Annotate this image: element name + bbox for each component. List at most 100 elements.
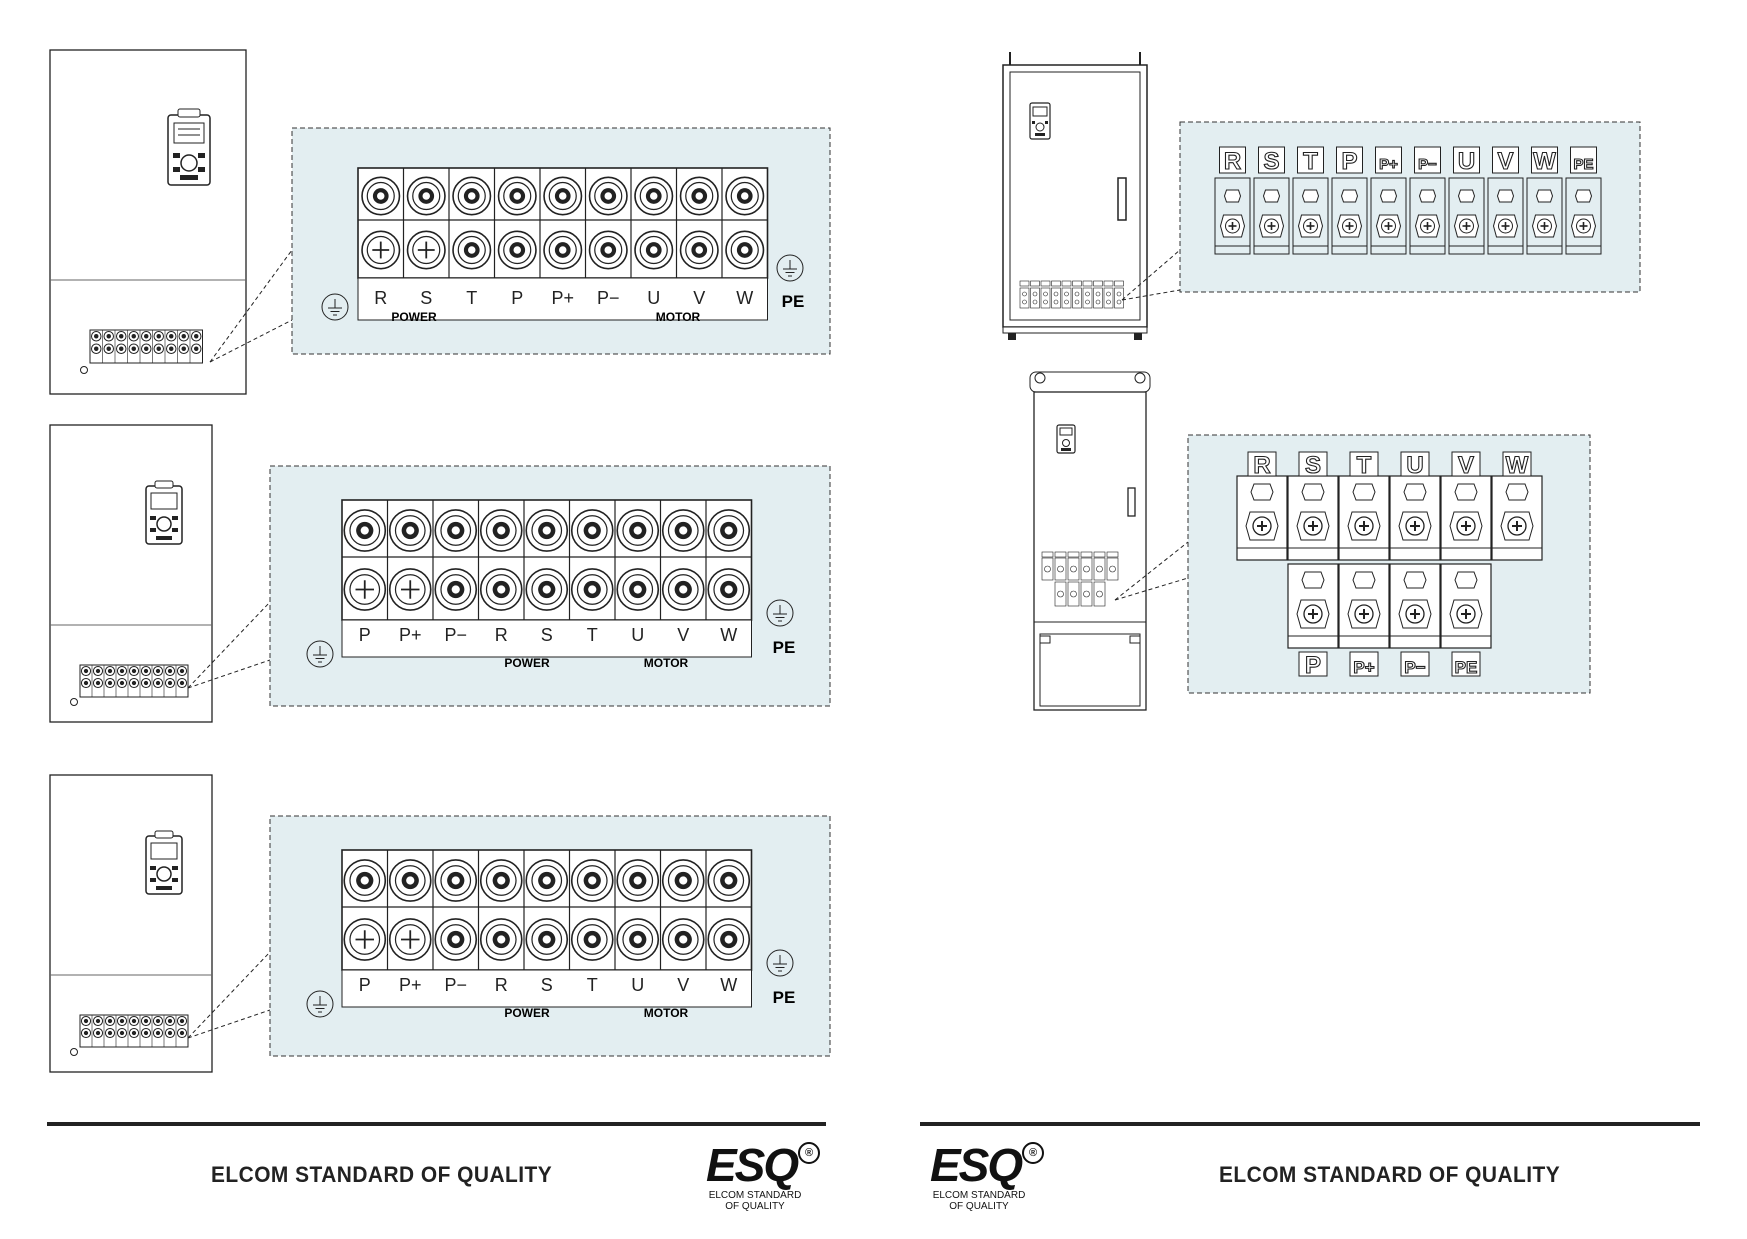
terminal-label: S (541, 625, 553, 645)
terminal-label: W (736, 288, 753, 308)
cross-screw-icon (1414, 214, 1441, 238)
terminal-pe: PE (1565, 146, 1602, 255)
terminal-screw-icon (434, 918, 478, 961)
terminal-pminus (432, 500, 478, 620)
terminal-screw-icon (479, 918, 523, 961)
terminal-u (630, 168, 674, 278)
terminal-t (568, 850, 614, 970)
terminal-s (523, 500, 569, 620)
terminal-label: S (1305, 452, 1321, 479)
keypad-icon (145, 480, 183, 545)
terminal-screw-icon (661, 918, 705, 961)
terminal-screw-icon (588, 230, 628, 270)
terminal-screw-icon (616, 568, 660, 611)
esq-logo-subtitle-line1: ELCOM STANDARD (932, 1190, 1026, 1201)
terminal-label: R (1253, 452, 1270, 479)
terminal-label: T (466, 288, 477, 308)
terminal-t: T (1292, 146, 1329, 255)
terminal-screw-icon (343, 509, 387, 552)
esq-logo: ESQ ® ELCOM STANDARD OF QUALITY (930, 1138, 1060, 1228)
terminal-screw-icon (388, 509, 432, 552)
terminal-pplus: P+ (1370, 146, 1407, 255)
terminal-v (659, 850, 705, 970)
terminal-r: R (1236, 451, 1288, 561)
terminal-screw-icon (725, 176, 765, 216)
group-label-power: POWER (391, 310, 437, 324)
cross-screw-icon (1375, 214, 1402, 238)
cabinet-housing (1002, 52, 1148, 340)
terminal-screw-icon (343, 859, 387, 902)
terminal-u (614, 500, 660, 620)
keypad-icon (1029, 102, 1051, 140)
terminal-v (675, 168, 719, 278)
terminal-label: V (1497, 148, 1513, 175)
terminal-p: P (1331, 146, 1368, 255)
esq-logo-subtitle-line2: OF QUALITY (949, 1201, 1009, 1212)
terminal-screw-icon (361, 176, 401, 216)
ground-icon (766, 949, 794, 977)
terminal-label: P− (597, 288, 620, 308)
cross-screw-icon (1258, 214, 1285, 238)
terminal-label: P− (1418, 156, 1437, 173)
pe-label: PE (782, 292, 805, 311)
cross-screw-icon (343, 568, 387, 611)
terminal-s (523, 850, 569, 970)
terminal-label: P+ (1379, 156, 1398, 173)
terminal-label: P (1341, 148, 1357, 175)
terminal-pplus: P+ (1338, 563, 1390, 678)
terminal-r (361, 176, 401, 270)
terminal-screw-icon (543, 176, 583, 216)
terminal-label: S (1263, 148, 1279, 175)
cross-screw-icon (1570, 214, 1597, 238)
terminal-screw-icon (570, 859, 614, 902)
terminal-screw-icon (570, 568, 614, 611)
group-label-motor: MOTOR (644, 1006, 689, 1020)
terminal-pplus (386, 850, 432, 970)
terminal-label: V (677, 975, 689, 995)
terminal-label: P+ (399, 625, 422, 645)
ground-icon (776, 254, 804, 282)
ground-icon (766, 599, 794, 627)
esq-logo-subtitle-line1: ELCOM STANDARD (708, 1190, 802, 1201)
terminal-screw-icon (497, 176, 537, 216)
cross-screw-icon (1296, 599, 1330, 629)
group-label-power: POWER (504, 656, 550, 670)
terminal-label: U (647, 288, 660, 308)
terminal-p (343, 859, 387, 961)
pe-label: PE (773, 988, 796, 1007)
cross-screw-icon (1449, 511, 1483, 541)
terminal-screw-icon (616, 918, 660, 961)
terminal-screw-icon (452, 176, 492, 216)
cross-screw-icon (1347, 511, 1381, 541)
terminal-label: U (1406, 452, 1423, 479)
terminal-screw-icon (707, 509, 751, 552)
footer-divider-right (920, 1122, 1700, 1126)
registered-icon: ® (798, 1142, 820, 1164)
keypad-icon (167, 108, 211, 186)
cross-screw-icon (1219, 214, 1246, 238)
terminal-pplus (386, 500, 432, 620)
group-label-motor: MOTOR (656, 310, 701, 324)
terminal-w (721, 168, 765, 278)
terminal-s: S (1253, 146, 1290, 255)
group-label-power: POWER (504, 1006, 550, 1020)
terminal-r (477, 850, 523, 970)
keypad-icon (1056, 424, 1076, 454)
terminal-t: T (1338, 451, 1390, 561)
terminal-t (448, 168, 492, 278)
terminal-t (568, 500, 614, 620)
esq-logo-subtitle: ELCOM STANDARD OF QUALITY (930, 1190, 1028, 1212)
terminal-label: P (359, 625, 371, 645)
terminal-block (357, 167, 769, 321)
terminal-screw-icon (388, 859, 432, 902)
terminal-label: W (1533, 148, 1556, 175)
terminal-label: U (1458, 148, 1475, 175)
terminal-label: P (359, 975, 371, 995)
cross-screw-icon (1531, 214, 1558, 238)
terminal-screw-icon (525, 509, 569, 552)
terminal-pminus: P− (1389, 563, 1441, 678)
